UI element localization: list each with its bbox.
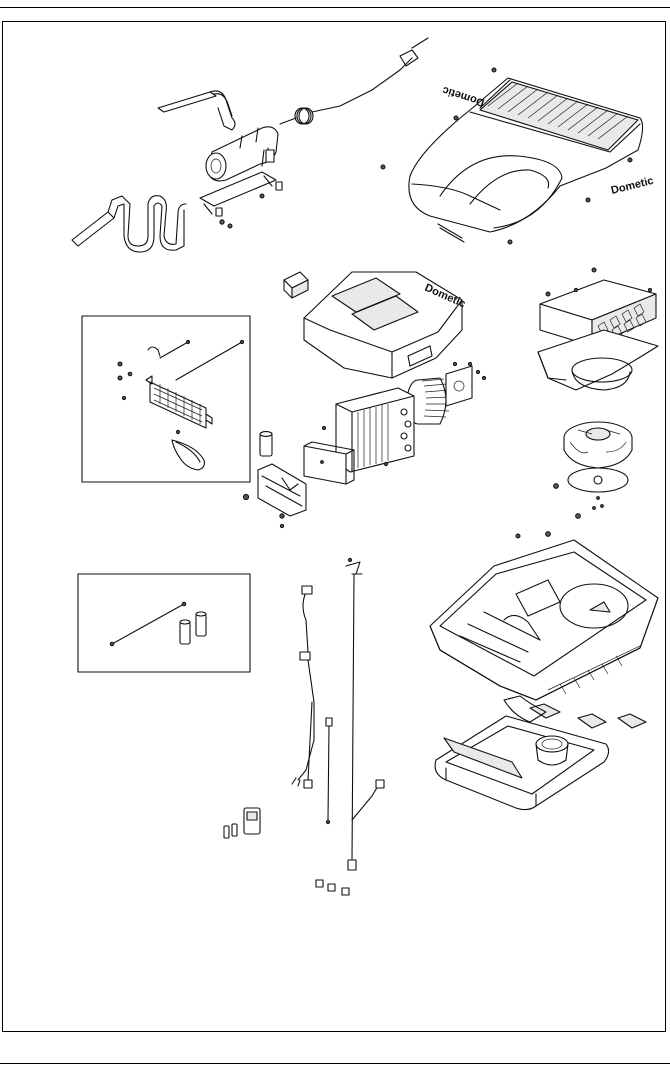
- remote-control: [224, 808, 260, 838]
- refrigerant-tube-upper: [158, 91, 235, 130]
- compressor-mount-plate: [200, 172, 282, 228]
- fan-motor-plate: [554, 468, 628, 518]
- condenser-shroud: [538, 330, 658, 390]
- cover-bolt: [438, 224, 464, 242]
- condenser-fan: [564, 422, 632, 468]
- capacitor: [260, 432, 272, 456]
- wire-harness-center: [326, 718, 332, 824]
- base-pan: [430, 532, 658, 700]
- inset-box-wiring-kit: [78, 574, 250, 672]
- wire-harness-right: [346, 558, 384, 870]
- logo-top: Dometic: [441, 84, 486, 109]
- inner-cover: Dometic: [304, 272, 467, 378]
- logo-side: Dometic: [610, 175, 655, 197]
- filter-pads: [530, 704, 646, 728]
- air-diverter: [243, 464, 306, 528]
- refrigerant-tube-lower: [72, 196, 186, 252]
- connector-plugs: [316, 880, 349, 895]
- wire-harness-left: [292, 586, 314, 788]
- capillary-coil: [280, 38, 428, 124]
- compressor: [206, 127, 278, 181]
- ceiling-grille: [435, 716, 608, 810]
- fan-motor-bracket: [446, 362, 486, 406]
- control-box-small: [284, 272, 308, 298]
